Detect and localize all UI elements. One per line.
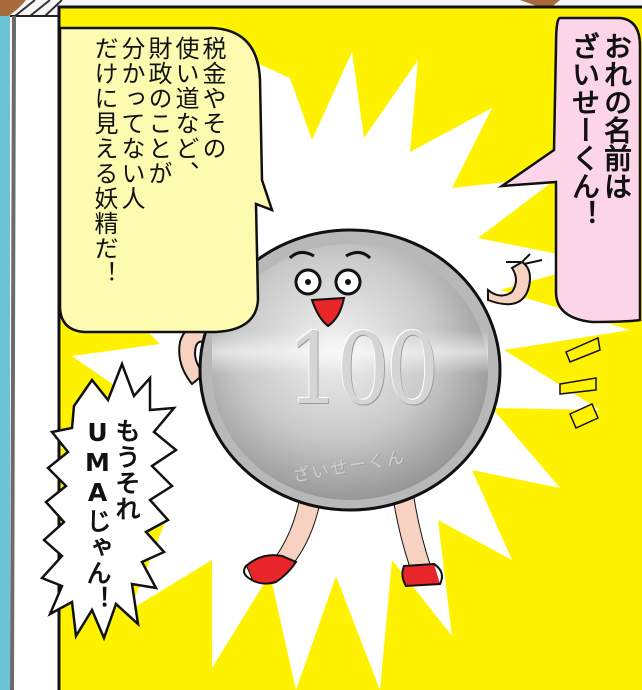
bubble-name-text: おれの名前は ざいせーくん！: [568, 32, 633, 228]
gutter-line: [10, 15, 16, 690]
right-arm: [487, 253, 543, 306]
action-marks: [559, 336, 601, 429]
coin-shine: [212, 330, 488, 374]
right-eyebrow: [345, 251, 372, 260]
hair-fragment: [0, 0, 26, 16]
bubble-uma-shape: [39, 360, 179, 642]
bubble-tax-shape: [58, 26, 275, 334]
beak-nose: [310, 296, 346, 328]
face: [288, 251, 372, 328]
bubble-name-shape: [497, 16, 642, 324]
bubble-uma-text: もうそれ UMAじゃん！: [83, 418, 141, 612]
coin-denomination: 100: [287, 313, 439, 427]
bubble-tax-text: 税金やその 使い道など、 財政のことが 分かってない人 だけに見える妖精だ！: [90, 36, 226, 286]
coin-character: [198, 228, 502, 512]
left-eyebrow: [288, 251, 315, 260]
right-shoe: [401, 562, 443, 588]
page-border-left: [0, 0, 10, 690]
left-shoe: [243, 554, 298, 585]
